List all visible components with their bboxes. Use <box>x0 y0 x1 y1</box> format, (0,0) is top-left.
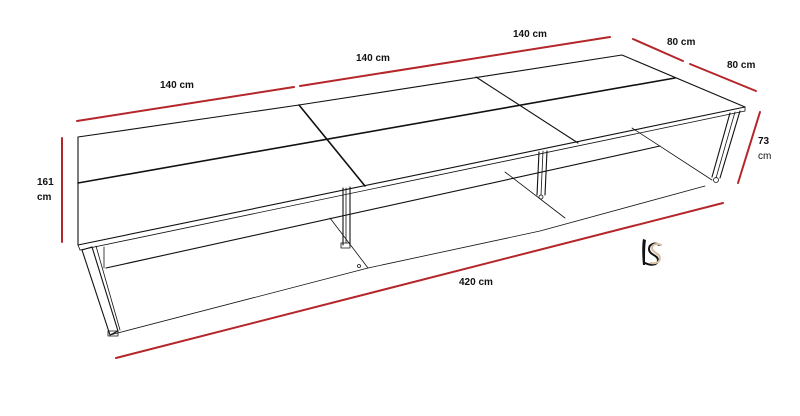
top-back-edge <box>77 54 746 138</box>
brand-logo <box>637 236 667 268</box>
dim-label-width-middle: 140 cm <box>356 53 390 64</box>
leg-right-b <box>719 110 741 179</box>
top-front-edge <box>77 106 746 246</box>
leg-right-a <box>711 112 731 178</box>
floor-cross-3 <box>631 127 713 181</box>
brand-monogram-icon <box>642 239 662 266</box>
dim-line-top-right <box>299 36 611 87</box>
dim-line-length-420 <box>115 202 724 359</box>
dim-label-depth-b: 80 cm <box>727 60 756 71</box>
dim-label-width-left: 140 cm <box>160 80 194 91</box>
top-front-edge-lower <box>79 110 746 251</box>
top-center-seam <box>77 77 676 184</box>
dim-line-depth-b <box>689 63 757 92</box>
leg-mid-2-a <box>536 151 540 196</box>
dim-unit: cm <box>758 151 772 162</box>
table-outline <box>77 54 746 337</box>
foot-mid-1 <box>340 242 351 249</box>
dim-value: 161 <box>37 177 54 188</box>
foot-front-left <box>107 330 119 337</box>
floor-front-left <box>109 267 369 336</box>
dimension-lines <box>61 36 761 359</box>
foot-mid-2 <box>538 194 544 200</box>
dim-label-height-161: 161 cm <box>37 177 54 204</box>
dim-label-height-73: 73 cm <box>758 136 771 163</box>
dim-line-height-73 <box>737 111 761 184</box>
dim-value: 73 <box>758 136 770 147</box>
dim-line-depth-a <box>632 38 684 62</box>
floor-glide-1 <box>357 264 361 268</box>
dim-line-top-left <box>76 86 295 122</box>
dim-label-width-right: 140 cm <box>513 29 547 40</box>
top-seam-2 <box>475 76 579 144</box>
top-seam-1 <box>298 104 366 187</box>
floor-front-right <box>367 185 706 269</box>
dim-label-length-420: 420 cm <box>459 277 493 288</box>
frame-rail <box>105 145 661 269</box>
dim-label-depth-a: 80 cm <box>667 37 696 48</box>
dim-unit: cm <box>37 192 52 203</box>
leg-mid-2-b <box>544 150 548 196</box>
floor-cross-2 <box>504 171 566 219</box>
foot-right <box>713 177 719 183</box>
